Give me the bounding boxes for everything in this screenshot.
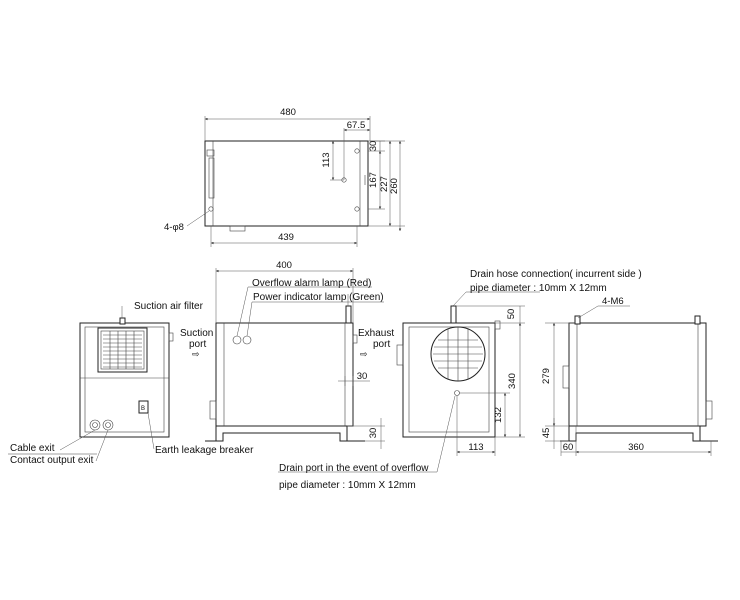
cable-exit-port	[89, 419, 101, 431]
label-exhaust-2: port	[373, 339, 390, 350]
dim-132: 132	[493, 407, 504, 423]
left-end-view: B Suction air filter Cable exit Contact …	[8, 301, 254, 466]
filter-louvers	[103, 331, 142, 369]
side-view-body	[402, 322, 496, 438]
label-power-lamp: Power indicator lamp (Green)	[253, 292, 384, 303]
label-exhaust-1: Exhaust	[358, 328, 394, 339]
label-drain-hose-1: Drain hose connection( incurrent side )	[470, 269, 642, 280]
dim-m6: 4-M6	[602, 296, 624, 307]
dim-50: 50	[506, 309, 517, 320]
dim-30-front-h: 30	[357, 371, 368, 382]
top-view: 480 67.5 113 30 167 227 260 4-φ8 439	[164, 107, 405, 247]
left-view-body	[79, 322, 170, 438]
label-drain-hose-2: pipe diameter : 10mm X 12mm	[470, 283, 607, 294]
arrow-exhaust-icon: ⇨	[360, 349, 368, 359]
dim-439: 439	[278, 232, 294, 243]
label-drain-port-2: pipe diameter : 10mm X 12mm	[279, 480, 416, 491]
dim-45: 45	[541, 428, 552, 439]
label-suction-2: port	[189, 339, 206, 350]
mount-hole	[354, 148, 360, 154]
dim-167: 167	[368, 172, 379, 188]
side-view: Drain hose connection( incurrent side ) …	[278, 269, 642, 491]
overflow-lamp	[232, 335, 242, 345]
right-view-body	[568, 322, 707, 427]
front-view-body	[215, 322, 354, 427]
top-view-body	[204, 140, 369, 227]
exhaust-grille-lines	[433, 327, 483, 381]
front-view: 400 Overflow alarm lamp (Red) Power indi…	[180, 260, 394, 449]
dim-360: 360	[628, 442, 644, 453]
dim-400: 400	[276, 260, 292, 271]
dim-340: 340	[507, 373, 518, 389]
earth-leakage-breaker-switch	[138, 400, 149, 414]
dim-279: 279	[541, 368, 552, 384]
right-view: 4-M6 279 45 60 360	[541, 296, 718, 456]
dim-113-side: 113	[468, 442, 483, 453]
dim-113: 113	[321, 152, 332, 167]
mount-hole	[208, 206, 214, 212]
mount-hole	[354, 206, 360, 212]
power-lamp	[242, 335, 252, 345]
label-cable-exit: Cable exit	[10, 443, 55, 454]
contact-output-port	[102, 419, 114, 431]
label-suction-1: Suction	[180, 328, 213, 339]
dim-30-front-v: 30	[368, 428, 379, 439]
label-drain-port-1: Drain port in the event of overflow	[279, 463, 429, 474]
dim-227: 227	[379, 176, 390, 192]
dim-30: 30	[368, 141, 379, 152]
dim-60: 60	[563, 442, 574, 453]
label-contact-output: Contact output exit	[10, 455, 94, 466]
label-earth-breaker: Earth leakage breaker	[155, 445, 254, 456]
suction-filter-grille	[97, 327, 148, 373]
dim-67-5: 67.5	[347, 120, 366, 131]
arrow-suction-icon: ⇨	[192, 349, 200, 359]
dim-hole: 4-φ8	[164, 222, 184, 233]
dim-260: 260	[389, 178, 400, 194]
dim-480: 480	[280, 107, 296, 118]
svg-text:B: B	[141, 406, 145, 412]
label-overflow-lamp: Overflow alarm lamp (Red)	[252, 278, 371, 289]
label-suction-filter: Suction air filter	[134, 301, 204, 312]
drain-port	[454, 390, 460, 396]
